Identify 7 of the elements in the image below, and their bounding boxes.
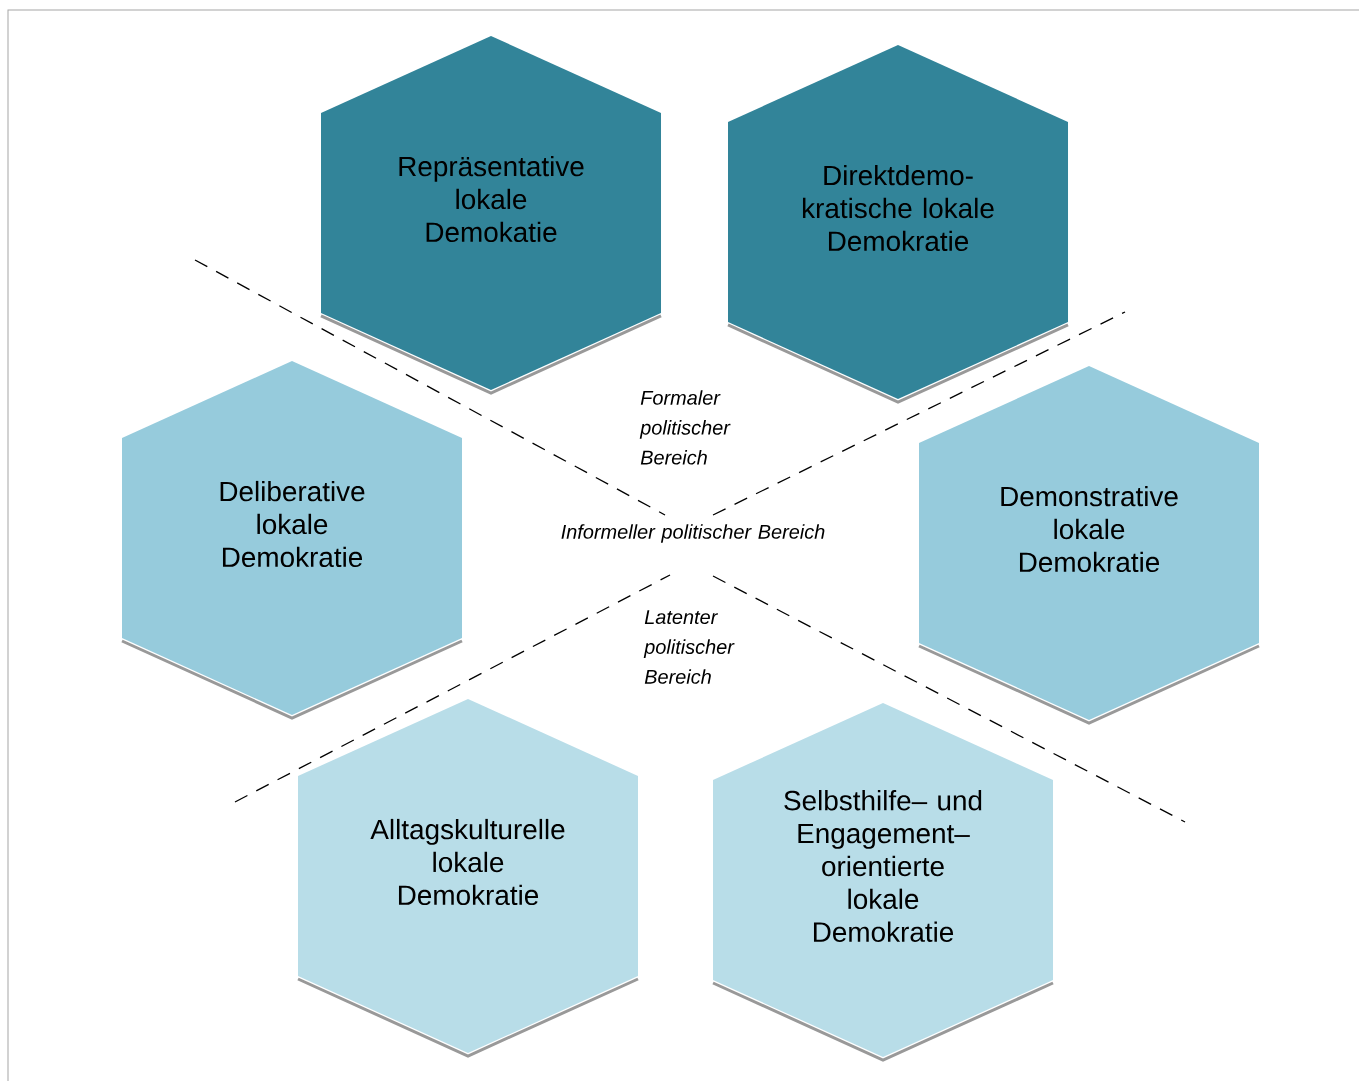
- region-label: Informeller politischer Bereich: [561, 524, 825, 543]
- hexagon: Deliberative lokale Demokratie: [121, 361, 463, 720]
- hexagon: Selbsthilfe– und Engagement– orientierte lokale Demokratie: [712, 703, 1054, 1062]
- hexagon: Alltagskulturelle lokale Demokratie: [297, 699, 639, 1058]
- hexagon: Demonstrative lokale Demokratie: [918, 366, 1260, 725]
- region-label: Latenter politischer Bereich: [643, 610, 735, 684]
- hexagon: Direktdemo- kratische lokale Demokratie: [727, 45, 1069, 404]
